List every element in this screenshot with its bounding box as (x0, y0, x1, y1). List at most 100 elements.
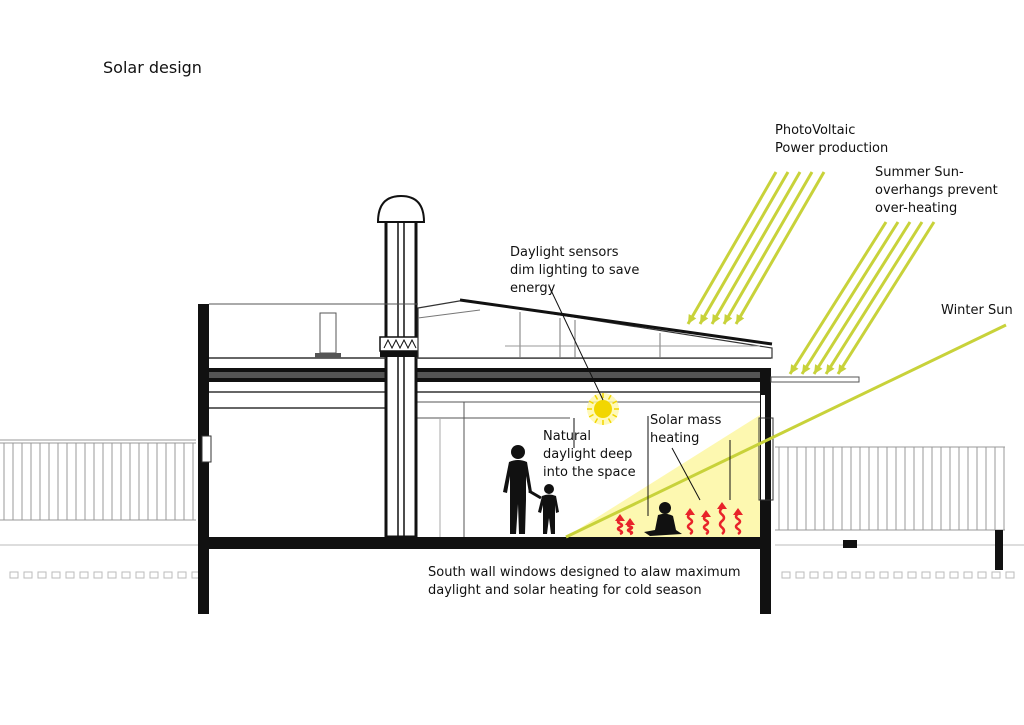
ground-stone (991, 571, 1001, 579)
natural-daylight-line-3: into the space (543, 465, 636, 480)
ground-stone (107, 571, 117, 579)
daylight-sensors-line-3: energy (510, 281, 556, 296)
winter-sun-patch (566, 415, 765, 537)
lamp-ray (607, 394, 612, 400)
ground-stone (949, 571, 959, 579)
ground-stone (163, 571, 173, 579)
lamp-ray (588, 413, 594, 418)
natural-daylight-line-2: daylight deep (543, 447, 633, 462)
sun-ray (836, 221, 936, 375)
sun-ray (812, 221, 912, 375)
ground-stone (135, 571, 145, 579)
winter-sun-label: Winter Sun (941, 302, 1013, 320)
sun-ray-arrowhead (724, 314, 733, 324)
daylight-sensors-line-1: Daylight sensors (510, 245, 619, 260)
lamp-ray (594, 394, 599, 400)
heat-arrowhead (685, 508, 695, 515)
daylight-sensors-line-2: dim lighting to save (510, 263, 640, 278)
sun-ray-arrowhead (688, 314, 697, 324)
ground-stone (837, 571, 847, 579)
ground-stone (865, 571, 875, 579)
lamp-ray (588, 400, 594, 405)
lamp-ray (594, 418, 599, 424)
heat-arrowhead (615, 514, 625, 521)
solar-mass-heat-arrows (615, 502, 743, 536)
summer-sun-line-3: over-heating (875, 201, 958, 216)
solar-mass-line-1: Solar mass (650, 413, 722, 428)
ground-stone (65, 571, 75, 579)
sun-ray (734, 171, 826, 325)
sun-ray-arrowhead (700, 314, 709, 324)
child-figure-icon (528, 484, 559, 534)
heat-arrowhead (625, 518, 635, 525)
ground-stone (781, 571, 791, 579)
light-fixture-icon (587, 393, 619, 425)
sun-ray-arrowhead (736, 314, 745, 324)
sun-ray (686, 171, 778, 325)
heat-arrow (734, 512, 742, 536)
ground-stone (851, 571, 861, 579)
south-wall-label: South wall windows designed to alaw maxi… (428, 564, 741, 600)
photovoltaic-label: PhotoVoltaic Power production (775, 122, 888, 158)
ground-stone (907, 571, 917, 579)
heat-arrow (702, 514, 710, 536)
adult-figure-icon (503, 445, 532, 534)
sun-ray-arrowhead (814, 364, 823, 374)
daylight-sensors-label: Daylight sensors dim lighting to save en… (510, 244, 639, 298)
winter-sun-line-1: Winter Sun (941, 303, 1013, 318)
ground-stone (149, 571, 159, 579)
lamp-ray (612, 413, 618, 418)
leader-lines (548, 285, 731, 516)
sun-ray (710, 171, 802, 325)
ground-stone (93, 571, 103, 579)
sun-ray (800, 221, 900, 375)
heat-arrow (616, 518, 624, 536)
ground-stone (977, 571, 987, 579)
sun-ray-arrowhead (838, 364, 847, 374)
south-wall-line-1: South wall windows designed to alaw maxi… (428, 565, 741, 580)
ground-stone (51, 571, 61, 579)
sun-ray (788, 221, 888, 375)
ground-stone (37, 571, 47, 579)
ground-stone (935, 571, 945, 579)
ground-stone (23, 571, 33, 579)
summer-sun-line-1: Summer Sun- (875, 165, 964, 180)
building-section (198, 194, 1003, 614)
ground-stone (121, 571, 131, 579)
photovoltaic-line-2: Power production (775, 141, 889, 156)
ground-hatch (0, 544, 1024, 579)
natural-daylight-line-1: Natural (543, 429, 591, 444)
sun-ray-arrowhead (712, 314, 721, 324)
ground-stone (921, 571, 931, 579)
heat-arrowhead (733, 508, 743, 515)
solar-mass-line-2: heating (650, 431, 700, 446)
sun-ray (698, 171, 790, 325)
lamp-ray (607, 418, 612, 424)
ground-stone (893, 571, 903, 579)
ground-stone (963, 571, 973, 579)
sun-ray (722, 171, 814, 325)
heat-arrow (718, 507, 726, 535)
natural-daylight-label: Natural daylight deep into the space (543, 428, 636, 482)
lamp-ray (612, 400, 618, 405)
solar-mass-label: Solar mass heating (650, 412, 721, 448)
ground-stone (795, 571, 805, 579)
heat-arrowhead (717, 502, 727, 509)
heat-arrowhead (701, 510, 711, 517)
left-fence (0, 439, 196, 521)
page-title: Solar design (103, 58, 202, 77)
summer-sun-rays (686, 171, 936, 375)
sitting-child-icon (644, 502, 682, 536)
ground-stone (879, 571, 889, 579)
summer-sun-label: Summer Sun- overhangs prevent over-heati… (875, 164, 998, 218)
ground-stone (177, 571, 187, 579)
photovoltaic-line-1: PhotoVoltaic (775, 123, 856, 138)
sun-ray-arrowhead (790, 364, 799, 374)
south-wall-line-2: daylight and solar heating for cold seas… (428, 583, 702, 598)
sun-ray (824, 221, 924, 375)
ground-stone (823, 571, 833, 579)
sun-ray-arrowhead (826, 364, 835, 374)
ground-stone (1005, 571, 1015, 579)
winter-sun-ray (565, 323, 1007, 539)
